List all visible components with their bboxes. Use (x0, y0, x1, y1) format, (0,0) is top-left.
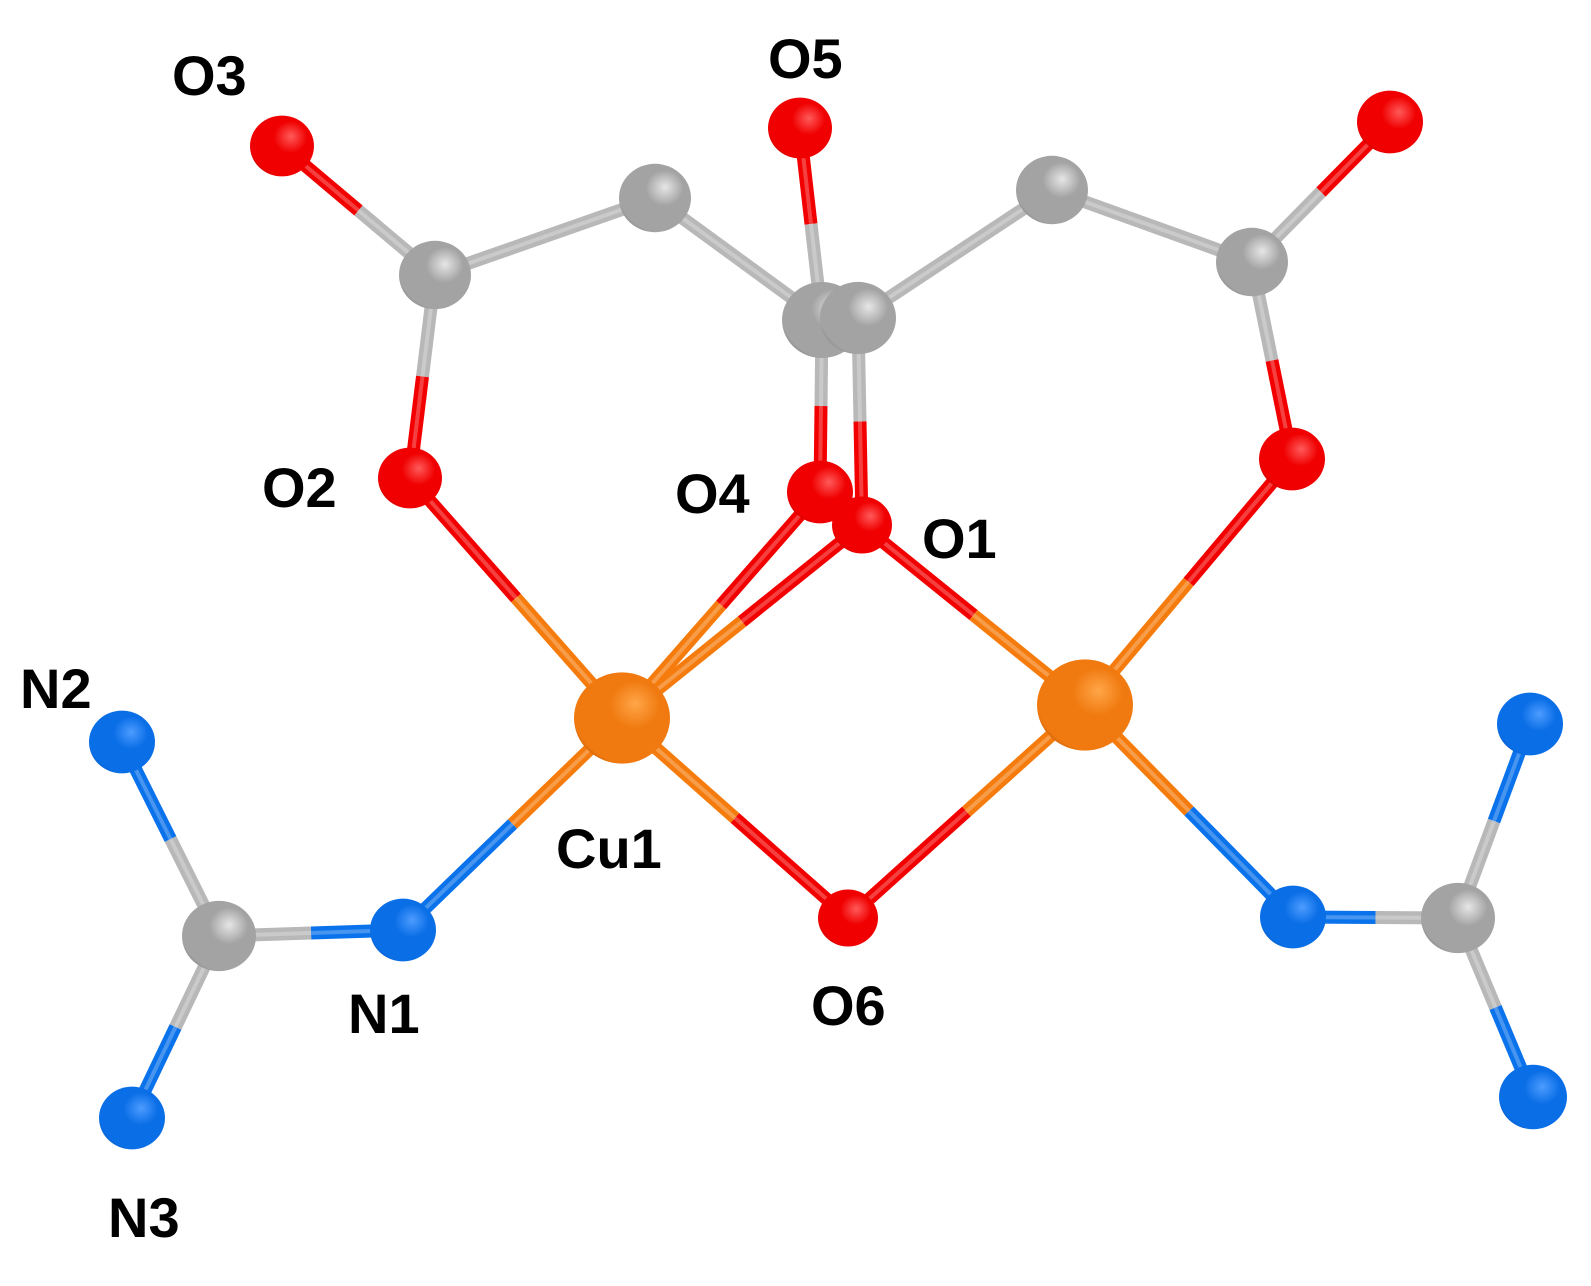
atom-label-o1: O1 (922, 507, 997, 570)
atom-o3 (250, 115, 314, 177)
atom-cu1p (1037, 659, 1133, 751)
atom-o5 (768, 97, 832, 159)
bonds-layer (116, 117, 1539, 1121)
atom-label-o5: O5 (768, 27, 843, 90)
atom-n3 (99, 1086, 165, 1150)
atom-label-cu1: Cu1 (556, 817, 662, 880)
atom-o2 (378, 447, 442, 509)
atom-c1 (399, 240, 471, 310)
atom-n2p (1497, 692, 1563, 756)
atom-label-o4: O4 (675, 462, 750, 525)
atom-n2 (89, 710, 155, 774)
atom-cu1 (574, 672, 670, 764)
atom-label-o3: O3 (172, 44, 247, 107)
atom-c6 (182, 900, 256, 972)
atom-label-n3: N3 (108, 1186, 180, 1249)
atoms-layer (89, 90, 1567, 1150)
atom-label-o6: O6 (811, 974, 886, 1037)
atom-c5 (1216, 227, 1288, 297)
atom-o3p (1357, 90, 1423, 154)
atom-c6p (1421, 882, 1495, 954)
atom-label-n2: N2 (20, 657, 92, 720)
atom-label-n1: N1 (348, 982, 420, 1045)
atom-c4 (1016, 155, 1088, 225)
atom-o4 (787, 460, 853, 524)
atom-c3b (820, 281, 896, 355)
atom-o2p (1259, 427, 1325, 491)
atom-n1 (370, 898, 436, 962)
atom-o6 (818, 889, 878, 947)
atom-c2 (619, 163, 691, 233)
atom-o1 (832, 496, 892, 554)
atom-n3p (1499, 1064, 1567, 1130)
atom-n1p (1260, 885, 1326, 949)
atom-label-o2: O2 (262, 456, 337, 519)
